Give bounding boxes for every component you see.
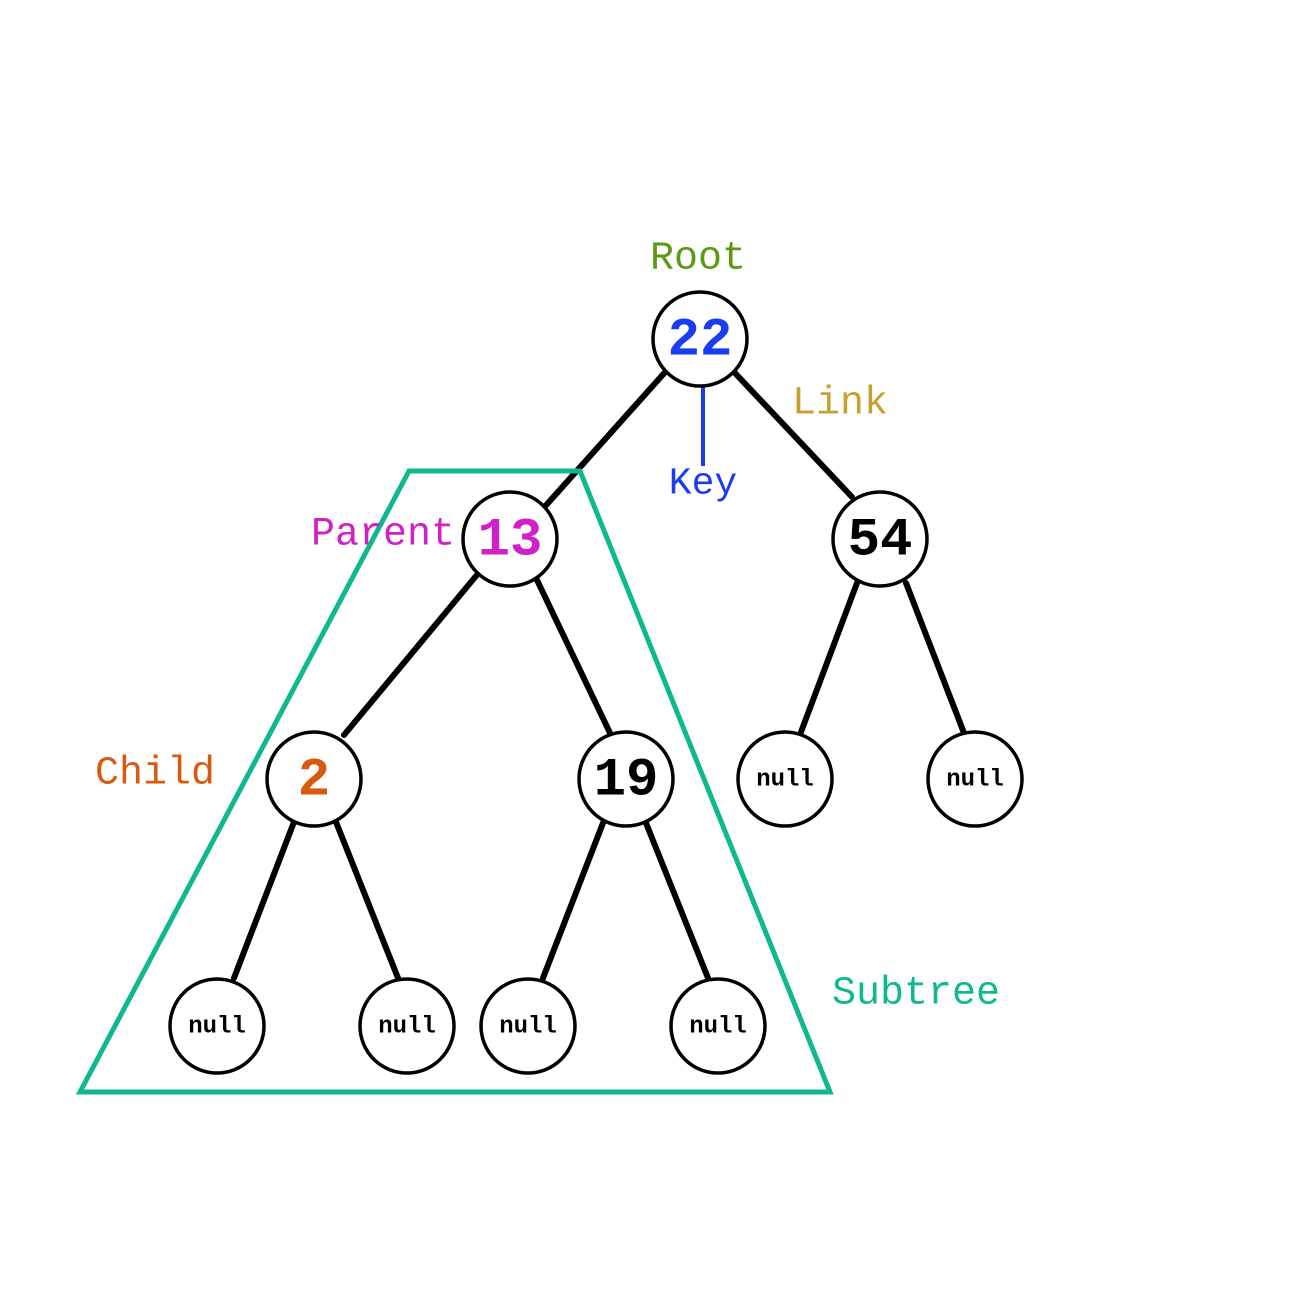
- null-label: null: [499, 1014, 557, 1041]
- link-54-null-right: [903, 580, 967, 736]
- subtree-annotation: Subtree: [832, 972, 1000, 1017]
- node-child: [265, 730, 363, 828]
- parent-annotation: Parent: [311, 513, 455, 558]
- link-13-2: [341, 573, 479, 738]
- link-annotation: Link: [792, 382, 888, 427]
- null-label: null: [378, 1014, 436, 1041]
- node-null: [358, 977, 456, 1075]
- node-sibling-key: 19: [594, 751, 659, 812]
- node-parent: [461, 490, 559, 588]
- link-19-null-left: [540, 820, 606, 981]
- link-13-19: [534, 577, 613, 736]
- child-annotation: Child: [95, 752, 215, 797]
- key-annotation: Key: [669, 463, 737, 506]
- null-label: null: [689, 1014, 747, 1041]
- node-sibling: [577, 730, 675, 828]
- link-2-null-right: [333, 819, 401, 981]
- link-22-13: [537, 367, 670, 515]
- null-label: null: [756, 767, 814, 794]
- node-child-key: 2: [298, 751, 330, 812]
- node-parent-key: 13: [478, 511, 543, 572]
- node-null: [926, 730, 1024, 828]
- link-19-null-right: [643, 820, 711, 981]
- node-null: [736, 730, 834, 828]
- tree-nodes: [168, 290, 1024, 1075]
- node-root: [651, 290, 749, 388]
- node-root-key: 22: [668, 311, 733, 372]
- node-null: [669, 977, 767, 1075]
- link-54-null-left: [798, 580, 860, 735]
- null-label: null: [946, 767, 1004, 794]
- node-null: [479, 977, 577, 1075]
- node-right: [831, 490, 929, 588]
- link-22-54: [731, 369, 855, 500]
- subtree-outline: [75, 468, 834, 1095]
- link-2-null-left: [231, 819, 297, 981]
- root-annotation: Root: [650, 237, 746, 282]
- node-right-key: 54: [848, 511, 913, 572]
- null-label: null: [188, 1014, 246, 1041]
- node-null: [168, 977, 266, 1075]
- tree-links: [231, 367, 967, 981]
